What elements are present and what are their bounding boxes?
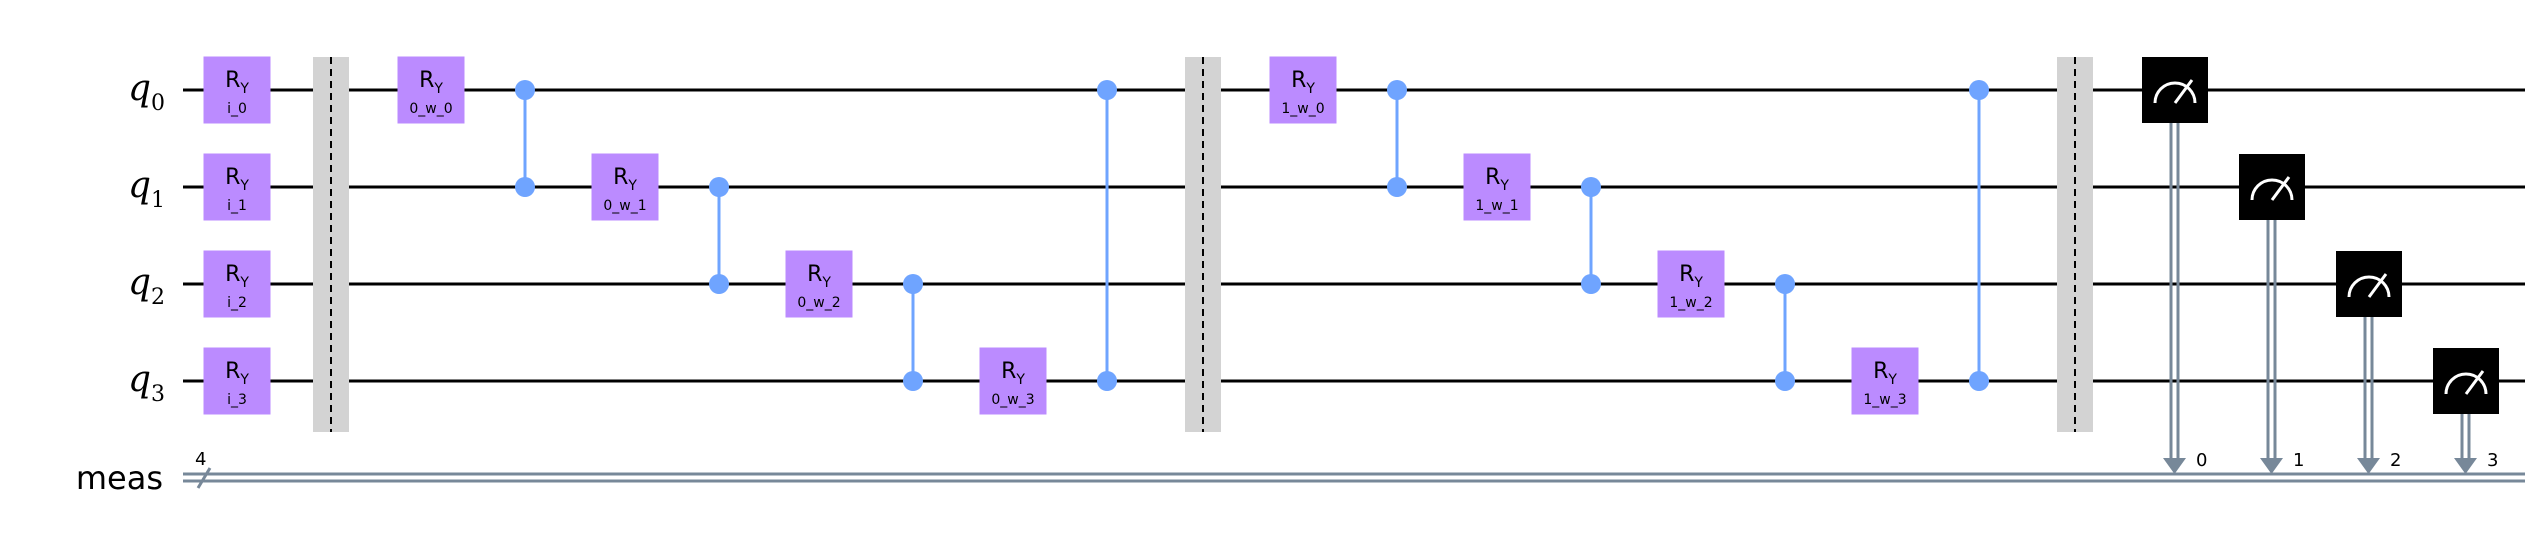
svg-text:RY: RY bbox=[225, 359, 249, 388]
svg-text:RY: RY bbox=[419, 68, 443, 97]
meter-icon bbox=[2153, 81, 2197, 104]
measure-q2: 2 bbox=[2336, 251, 2402, 474]
svg-text:RY: RY bbox=[1001, 359, 1025, 388]
cz-gate bbox=[903, 274, 923, 391]
control-dot bbox=[903, 274, 923, 294]
bit-label: 0 bbox=[2196, 450, 2207, 471]
bit-label: 1 bbox=[2293, 450, 2304, 471]
svg-text:RY: RY bbox=[1485, 165, 1509, 194]
ry-gate: RY 0_w_0 bbox=[397, 56, 465, 124]
ry-gates: RYi_0 RYi_1 RYi_2 RYi_3 RY0_w_0 RY0_w_1 … bbox=[203, 56, 1919, 415]
cz-gate bbox=[1775, 274, 1795, 391]
control-dot bbox=[903, 371, 923, 391]
gate-param: 0_w_3 bbox=[991, 392, 1034, 408]
meter-icon bbox=[2444, 372, 2488, 395]
svg-text:RY: RY bbox=[1679, 262, 1703, 291]
qubit-label-q3: q3 bbox=[128, 359, 165, 407]
control-dot bbox=[1775, 371, 1795, 391]
control-dot bbox=[1387, 80, 1407, 100]
ry-gate: RY i_0 bbox=[203, 56, 271, 124]
gate-param: 1_w_0 bbox=[1281, 101, 1324, 117]
controlled-z-gates bbox=[515, 80, 1989, 391]
svg-text:RY: RY bbox=[613, 165, 637, 194]
qubit-label-q0: q0 bbox=[128, 68, 165, 116]
cz-gate bbox=[515, 80, 535, 197]
gate-param: i_2 bbox=[227, 295, 247, 311]
qubit-label-q2: q2 bbox=[128, 262, 165, 310]
control-dot bbox=[1581, 274, 1601, 294]
control-dot bbox=[1581, 177, 1601, 197]
gate-param: i_0 bbox=[227, 101, 247, 117]
measure-q0: 0 bbox=[2142, 57, 2208, 474]
control-dot bbox=[515, 177, 535, 197]
ry-gate: RY 0_w_2 bbox=[785, 250, 853, 318]
ry-gate: RY 1_w_3 bbox=[1851, 347, 1919, 415]
gate-param: 1_w_2 bbox=[1669, 295, 1712, 311]
ry-gate: RY 0_w_3 bbox=[979, 347, 1047, 415]
ry-gate: RY 1_w_1 bbox=[1463, 153, 1531, 221]
svg-text:RY: RY bbox=[807, 262, 831, 291]
measure-box bbox=[2239, 154, 2305, 220]
svg-text:RY: RY bbox=[1873, 359, 1897, 388]
measure-q1: 1 bbox=[2239, 154, 2305, 474]
qubit-labels: q0 q1 q2 q3 meas bbox=[76, 68, 165, 497]
cz-gate bbox=[709, 177, 729, 294]
cz-gate bbox=[1581, 177, 1601, 294]
control-dot bbox=[1969, 80, 1989, 100]
ry-gate: RY 1_w_0 bbox=[1269, 56, 1337, 124]
quantum-wires bbox=[183, 88, 2525, 383]
bit-label: 2 bbox=[2390, 450, 2401, 471]
control-dot bbox=[1387, 177, 1407, 197]
control-dot bbox=[709, 177, 729, 197]
svg-text:RY: RY bbox=[225, 165, 249, 194]
meter-icon bbox=[2250, 178, 2294, 201]
control-dot bbox=[515, 80, 535, 100]
gate-param: 1_w_3 bbox=[1863, 392, 1906, 408]
barriers bbox=[313, 57, 2093, 432]
control-dot bbox=[1969, 371, 1989, 391]
qubit-label-q1: q1 bbox=[128, 165, 165, 213]
classical-register-label: meas bbox=[76, 459, 163, 497]
bus-width-label: 4 bbox=[195, 449, 206, 470]
meter-icon bbox=[2347, 275, 2391, 298]
measure-box bbox=[2142, 57, 2208, 123]
measure-box bbox=[2336, 251, 2402, 317]
gate-param: i_1 bbox=[227, 198, 247, 214]
cz-gate bbox=[1097, 80, 1117, 391]
svg-text:RY: RY bbox=[225, 68, 249, 97]
gate-param: 1_w_1 bbox=[1475, 198, 1518, 214]
control-dot bbox=[1097, 80, 1117, 100]
svg-text:RY: RY bbox=[225, 262, 249, 291]
gate-param: 0_w_0 bbox=[409, 101, 452, 117]
svg-text:RY: RY bbox=[1291, 68, 1315, 97]
cz-gate bbox=[1969, 80, 1989, 391]
ry-gate: RY i_1 bbox=[203, 153, 271, 221]
cz-gate bbox=[1387, 80, 1407, 197]
ry-gate: RY i_3 bbox=[203, 347, 271, 415]
control-dot bbox=[1775, 274, 1795, 294]
measurements: 0 1 2 3 bbox=[2142, 57, 2499, 474]
ry-gate: RY 0_w_1 bbox=[591, 153, 659, 221]
gate-param: 0_w_2 bbox=[797, 295, 840, 311]
gate-param: i_3 bbox=[227, 392, 247, 408]
measure-q3: 3 bbox=[2433, 348, 2499, 474]
bus-slash bbox=[196, 467, 212, 489]
bit-label: 3 bbox=[2487, 450, 2498, 471]
control-dot bbox=[1097, 371, 1117, 391]
gate-param: 0_w_1 bbox=[603, 198, 646, 214]
control-dot bbox=[709, 274, 729, 294]
ry-gate: RY 1_w_2 bbox=[1657, 250, 1725, 318]
classical-wire: 4 bbox=[183, 449, 2525, 489]
measure-box bbox=[2433, 348, 2499, 414]
ry-gate: RY i_2 bbox=[203, 250, 271, 318]
